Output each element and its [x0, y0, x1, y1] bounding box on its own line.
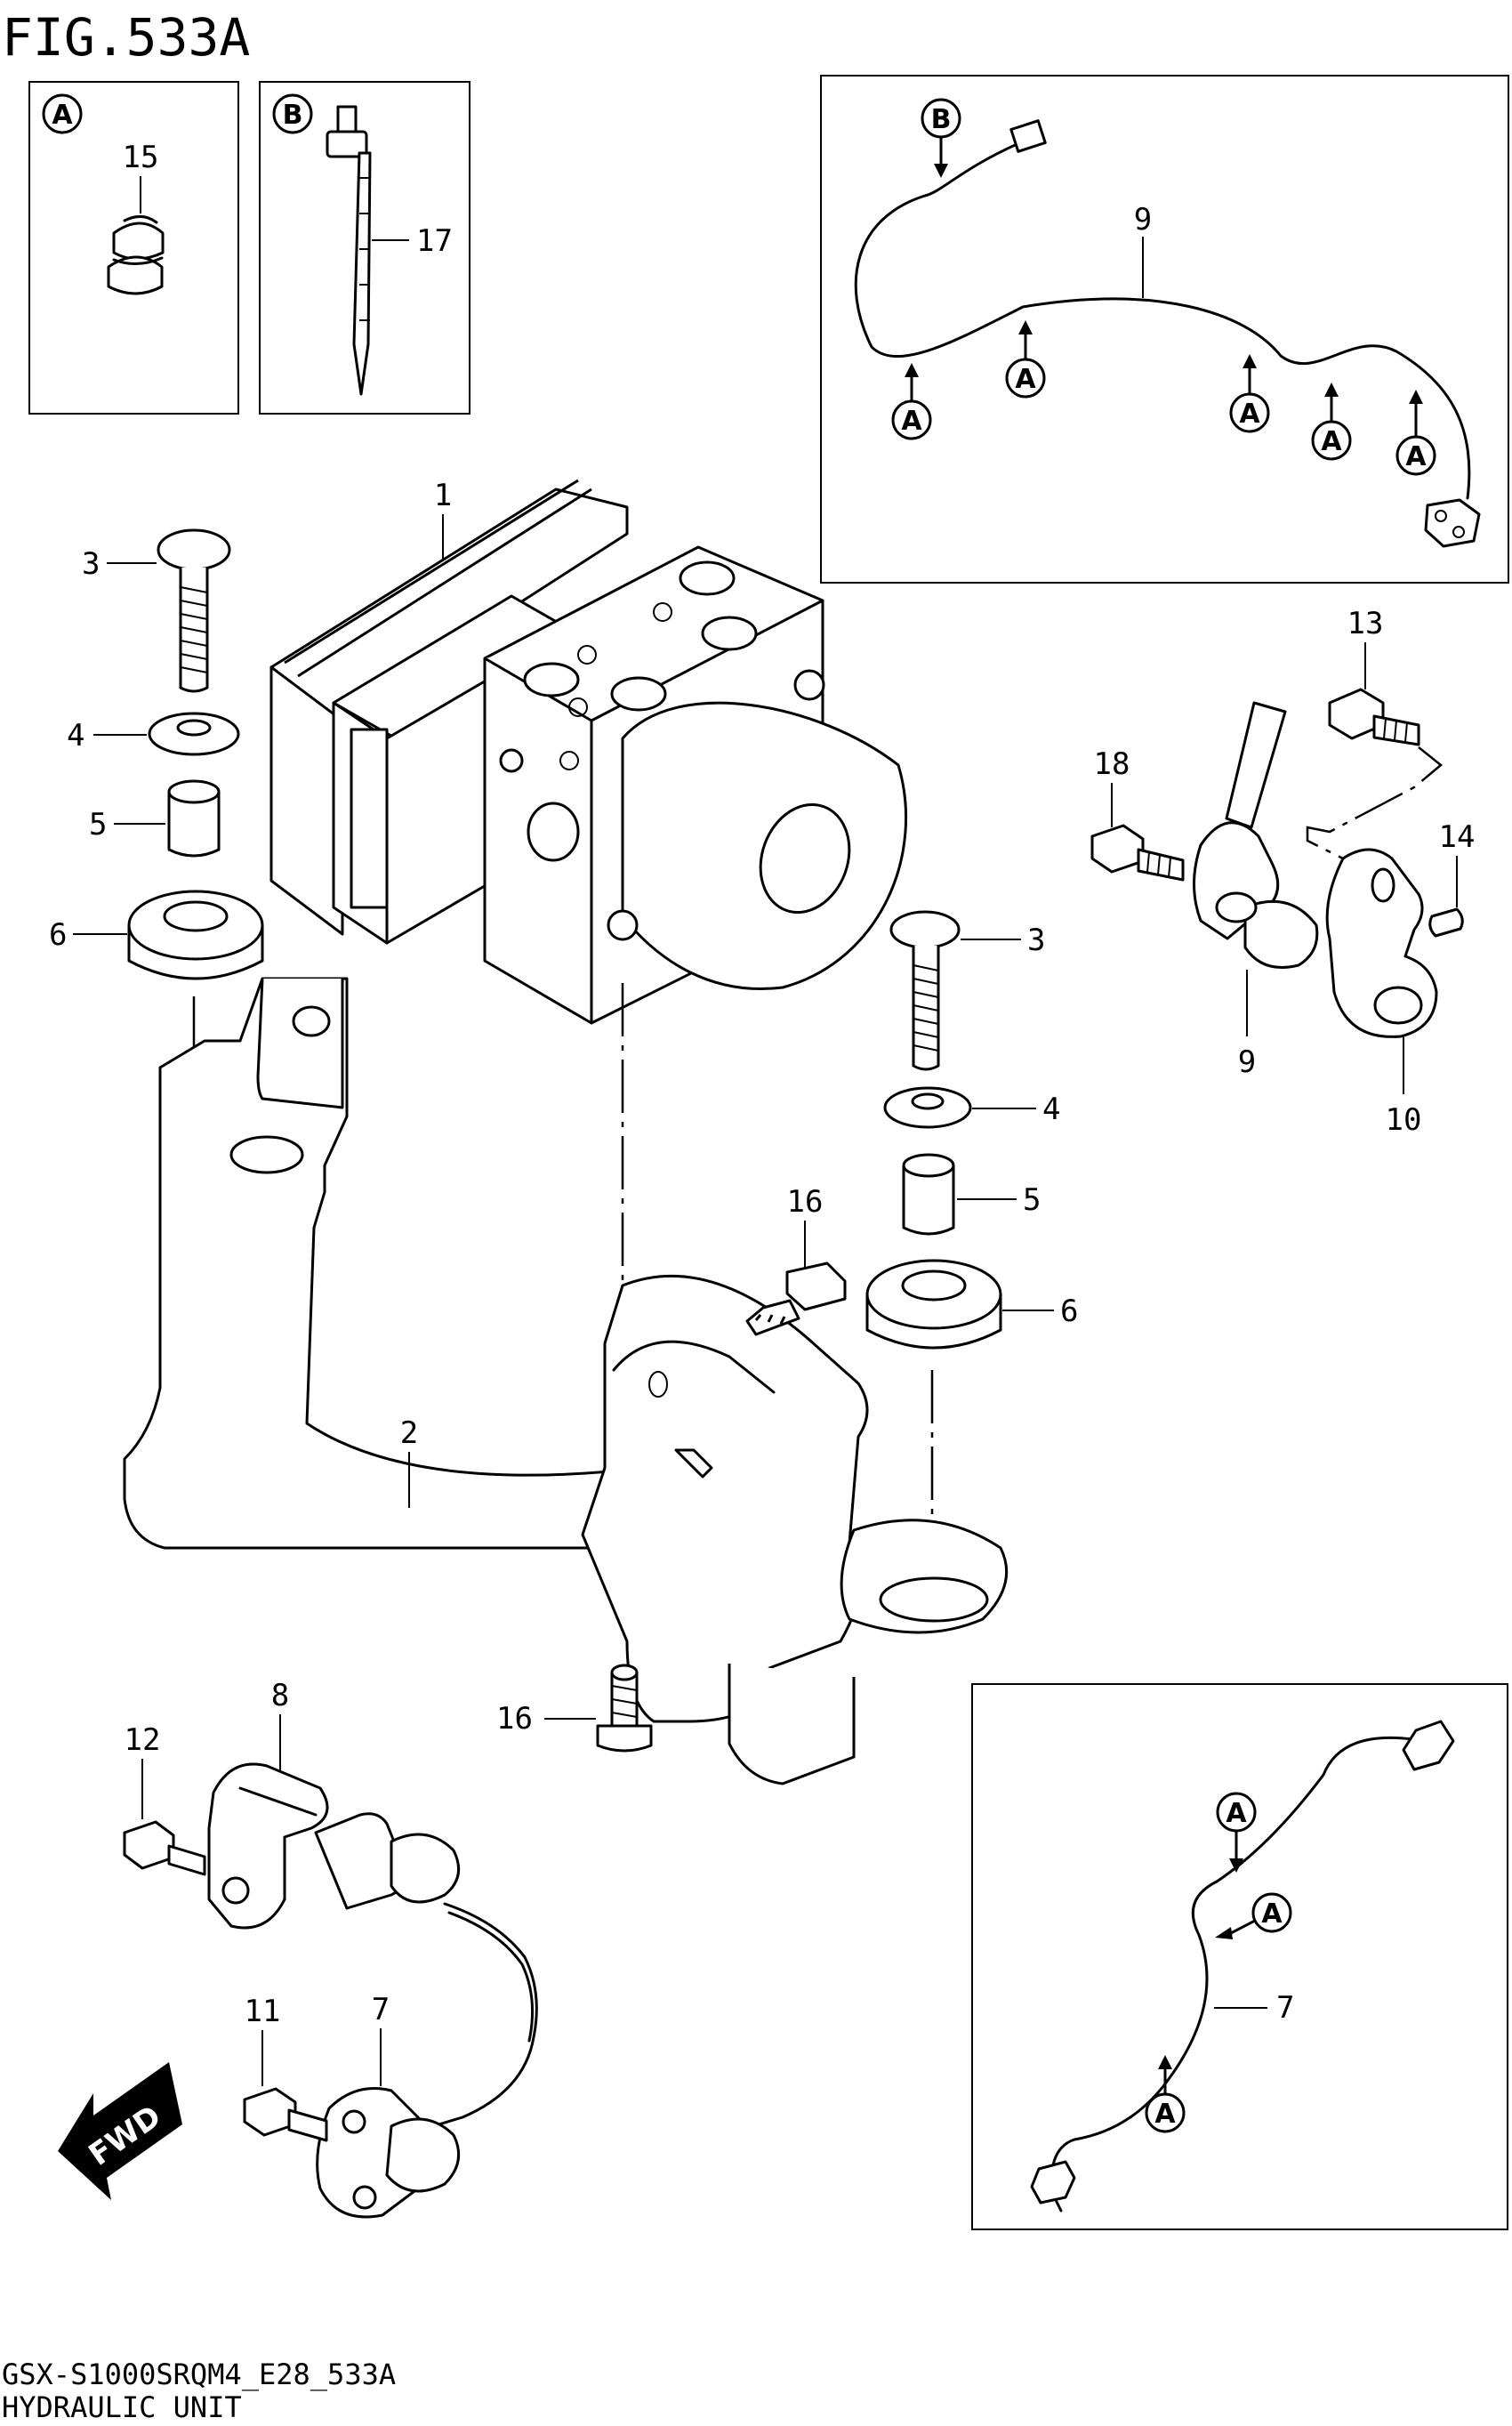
grommet-6-left: [127, 890, 264, 980]
bolt-16-lower: [596, 1664, 653, 1753]
part-label-7-inset: 7: [1276, 1990, 1294, 2026]
inset-harness-9-routing: 9 B A A A A: [820, 75, 1509, 584]
part-label-4-left: 4: [67, 718, 84, 754]
washer-4-left: [148, 712, 240, 756]
bracket-10: [1325, 848, 1438, 1038]
svg-text:A: A: [901, 406, 922, 437]
callout-a-harness-5: A: [1395, 390, 1436, 476]
part-label-9-sensor: 9: [1238, 1044, 1256, 1080]
svg-text:A: A: [1154, 2099, 1176, 2130]
part-label-8: 8: [271, 1678, 289, 1713]
part-label-15: 15: [123, 140, 159, 175]
part-label-18: 18: [1094, 746, 1130, 782]
part-label-5-right: 5: [1023, 1182, 1041, 1218]
svg-text:B: B: [283, 100, 303, 131]
inset-harness-7-routing: 7 A A A: [971, 1683, 1508, 2230]
part-label-12: 12: [125, 1722, 161, 1758]
svg-text:A: A: [1321, 426, 1342, 457]
bolt-3-left: [157, 528, 231, 693]
part-label-6-left: 6: [49, 917, 67, 953]
collar-5-left: [167, 779, 221, 858]
cable-tie-17-shape: [326, 105, 372, 396]
svg-text:A: A: [1226, 1798, 1247, 1829]
part-label-4-right: 4: [1042, 1092, 1060, 1127]
part-label-2: 2: [400, 1415, 418, 1451]
part-label-17: 17: [416, 223, 453, 259]
part-label-6-right: 6: [1060, 1294, 1078, 1329]
part-label-3-left: 3: [82, 546, 100, 582]
pin-14: [1428, 907, 1464, 938]
svg-text:A: A: [1261, 1898, 1283, 1930]
part-label-1: 1: [434, 478, 452, 513]
bolt-18: [1090, 824, 1185, 882]
svg-text:A: A: [1239, 399, 1260, 430]
wheel-sensor-9: [1193, 701, 1319, 969]
hydraulic-unit-1: [269, 479, 907, 1025]
washer-4-right: [883, 1086, 972, 1129]
part-label-13: 13: [1347, 606, 1384, 641]
callout-a-routing-2: A: [1215, 1892, 1292, 1939]
fwd-arrow-icon: FWD: [58, 2062, 182, 2200]
bolt-3-right: [889, 910, 961, 1071]
part-label-10: 10: [1386, 1102, 1422, 1138]
collar-5-right: [902, 1153, 955, 1236]
figure-name: HYDRAULIC UNIT: [2, 2390, 242, 2422]
callout-a-badge: A: [42, 93, 83, 134]
clamp-8: [207, 1762, 329, 1930]
figure-title: FIG.533A: [2, 7, 250, 68]
bolt-12: [123, 1820, 206, 1876]
wheel-sensor-7: [314, 1812, 538, 2219]
part-label-16-lower: 16: [496, 1701, 533, 1737]
bolt-16-upper: [745, 1261, 847, 1336]
figure-code: GSX-S1000SRQM4_E28_533A: [2, 2357, 396, 2391]
part-label-11: 11: [245, 1994, 281, 2029]
callout-b-badge: B: [272, 93, 313, 134]
part-label-3-right: 3: [1027, 923, 1045, 958]
bolt-11: [243, 2087, 328, 2142]
clip-15-shape: [107, 215, 165, 295]
inset-cable-tie-17: B 17: [259, 81, 470, 415]
svg-text:A: A: [1405, 441, 1427, 472]
callout-a-routing-3: A: [1145, 2055, 1186, 2133]
callout-b-harness: B: [921, 98, 961, 178]
part-label-14: 14: [1439, 819, 1476, 855]
bracket-2: [123, 977, 1009, 1785]
callout-a-routing-1: A: [1216, 1792, 1257, 1873]
inset-clip-15: A 15: [28, 81, 239, 415]
part-label-16-upper: 16: [787, 1184, 824, 1220]
svg-text:B: B: [931, 104, 952, 135]
part-label-9-inset: 9: [1134, 202, 1152, 238]
svg-text:A: A: [52, 100, 73, 131]
part-label-7-sensor: 7: [372, 1992, 390, 2027]
callout-a-harness-2: A: [1005, 320, 1046, 399]
grommet-6-right: [865, 1259, 1002, 1350]
callout-a-harness-1: A: [891, 363, 932, 440]
bolt-13: [1328, 688, 1420, 746]
callout-a-harness-4: A: [1311, 383, 1352, 461]
svg-text:A: A: [1015, 364, 1036, 395]
part-label-5-left: 5: [89, 807, 107, 842]
callout-a-harness-3: A: [1229, 354, 1270, 433]
